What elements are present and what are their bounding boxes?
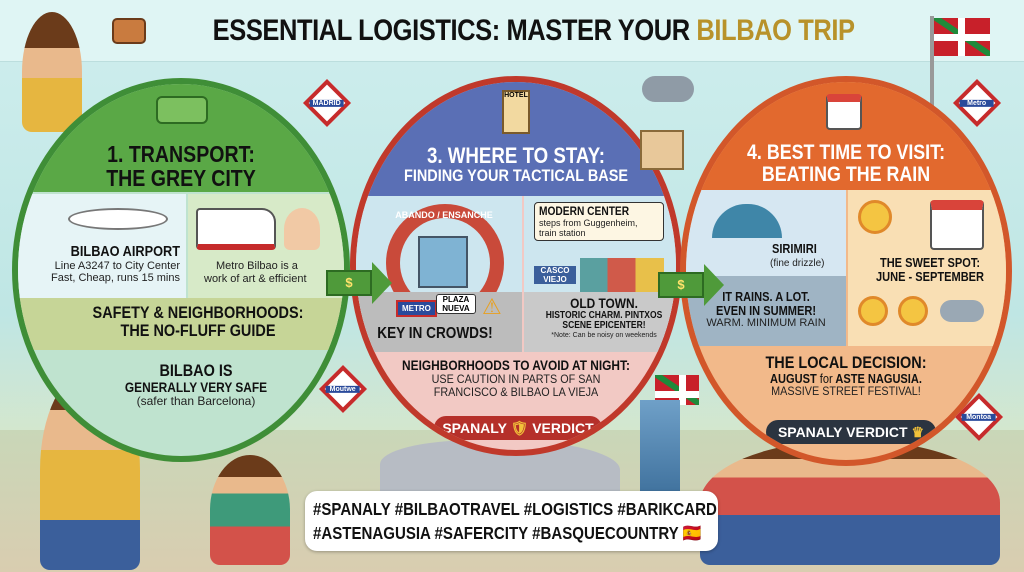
metro-sign-icon: METRO	[396, 300, 437, 317]
suitcase-icon	[112, 17, 147, 44]
airplane-icon	[68, 208, 168, 230]
safety-line: BILBAO IS	[159, 361, 233, 380]
basque-flag-icon	[934, 18, 990, 56]
bus-icon	[156, 96, 208, 124]
metro-panel: Metro Bilbao is a work of art & efficien…	[188, 194, 344, 298]
spanaly-verdict-badge: SPANALY 🛡 VERDICT	[434, 416, 602, 440]
safety-header: SAFETY & NEIGHBORHOODS:THE NO-FLUFF GUID…	[18, 298, 344, 350]
local-decision: THE LOCAL DECISION: AUGUST for ASTE NAGU…	[686, 352, 1006, 399]
local-heading: THE LOCAL DECISION:	[765, 353, 927, 372]
plaza-nueva-bubble: PLAZA NUEVA	[436, 294, 476, 314]
stay-header: HOTEL 3. WHERE TO STAY:FINDING YOUR TACT…	[356, 82, 676, 196]
airport-heading: BILBAO AIRPORT	[70, 243, 180, 260]
tower-icon	[640, 400, 680, 500]
flagpole	[930, 16, 934, 106]
avoid-line: USE CAUTION IN PARTS OF SAN	[431, 371, 601, 386]
rain-text: IT RAINS. A LOT. EVEN IN SUMMER! WARM. M…	[686, 290, 846, 330]
airport-line: Fast, Cheap, runs 15 mins	[50, 272, 180, 285]
warning-icon: ⚠	[482, 294, 502, 319]
local-line: MASSIVE STREET FESTIVAL!	[771, 384, 921, 399]
person-icon	[284, 208, 320, 250]
money-arrow-icon: $	[326, 262, 392, 304]
transport-section: 1. TRANSPORT:THE GREY CITY BILBAO AIRPOR…	[12, 78, 350, 462]
transport-header: 1. TRANSPORT:THE GREY CITY	[18, 84, 344, 192]
avoid-heading: NEIGHBORHOODS TO AVOID AT NIGHT:	[402, 357, 630, 373]
sweet-spot-text: THE SWEET SPOT:JUNE - SEPTEMBER	[875, 255, 985, 284]
sirimiri-sub: (fine drizzle)	[770, 258, 825, 269]
houses-icon	[580, 258, 664, 292]
hashtag-box: #SPANALY #BILBAOTRAVEL #LOGISTICS #BARIK…	[305, 491, 718, 551]
hashtags-line: #ASTENAGUSIA #SAFERCITY #BASQUECOUNTRY 🇪…	[313, 523, 702, 543]
rain-line: WARM. MINIMUM RAIN	[706, 317, 826, 330]
train-icon	[196, 208, 276, 250]
couple-illustration	[210, 455, 290, 565]
sirimiri-label: SIRIMIRI	[771, 241, 817, 256]
calendar-icon	[930, 200, 984, 250]
title-bar: ESSENTIAL LOGISTICS: MASTER YOUR BILBAO …	[0, 0, 1024, 62]
page-title: ESSENTIAL LOGISTICS: MASTER YOUR BILBAO …	[212, 13, 855, 47]
crown-icon: ♛	[911, 424, 925, 440]
stay-title: 3. WHERE TO STAY:FINDING YOUR TACTICAL B…	[403, 143, 628, 186]
avoid-section: NEIGHBORHOODS TO AVOID AT NIGHT: USE CAU…	[356, 354, 676, 400]
modern-heading: MODERN CENTER	[539, 204, 630, 218]
modern-line: steps from Guggenheim,	[539, 217, 638, 228]
old-town-line: SCENE EPICENTER!	[562, 320, 646, 332]
spanaly-verdict-badge: SPANALY VERDICT ♛	[766, 420, 936, 444]
transport-title: 1. TRANSPORT:THE GREY CITY	[106, 141, 256, 192]
sun-icon	[858, 296, 888, 326]
modern-center-box: MODERN CENTER steps from Guggenheim, tra…	[534, 202, 664, 242]
safety-title: SAFETY & NEIGHBORHOODS:THE NO-FLUFF GUID…	[92, 303, 304, 340]
rain-line: IT RAINS. A LOT.	[722, 289, 810, 304]
old-building-icon	[640, 130, 684, 170]
safety-line: GENERALLY VERY SAFE	[124, 378, 268, 395]
timing-header: 4. BEST TIME TO VISIT:BEATING THE RAIN	[686, 82, 1006, 190]
avoid-line: FRANCISCO & BILBAO LA VIEJA	[433, 385, 599, 400]
rain-cloud-icon	[940, 300, 984, 322]
hotel-icon: HOTEL	[502, 90, 530, 134]
umbrella-icon	[712, 204, 782, 238]
money-arrow-icon: $	[658, 264, 724, 306]
rain-cloud-icon	[642, 76, 694, 102]
shield-icon: 🛡	[510, 420, 529, 436]
metro-line: work of art & efficient	[204, 272, 307, 285]
old-town-line: HISTORIC CHARM. PINTXOS	[545, 309, 663, 321]
timing-section: 4. BEST TIME TO VISIT:BEATING THE RAIN S…	[680, 76, 1012, 466]
hashtags-line: #SPANALY #BILBAOTRAVEL #LOGISTICS #BARIK…	[313, 499, 717, 519]
sun-icon	[858, 200, 892, 234]
building-icon	[418, 236, 468, 288]
abando-warning: KEY IN CROWDS!	[377, 325, 493, 342]
stay-section: HOTEL 3. WHERE TO STAY:FINDING YOUR TACT…	[350, 76, 682, 456]
casco-viejo-sign: CASCO VIEJO	[534, 266, 576, 284]
sun-icon	[898, 296, 928, 326]
abando-panel: ABANDO / ENSANCHE METRO PLAZA NUEVA ⚠ KE…	[356, 196, 522, 352]
abando-footer: METRO PLAZA NUEVA ⚠ KEY IN CROWDS!	[356, 292, 522, 352]
safety-body: BILBAO IS GENERALLY VERY SAFE (safer tha…	[18, 352, 344, 456]
rain-line: EVEN IN SUMMER!	[715, 302, 817, 318]
sweet-spot-panel: THE SWEET SPOT:JUNE - SEPTEMBER	[848, 190, 1006, 346]
local-festival: ASTE NAGUSIA.	[835, 370, 922, 386]
old-town-footer: OLD TOWN. HISTORIC CHARM. PINTXOS SCENE …	[524, 292, 676, 352]
local-for: for	[819, 370, 833, 386]
airport-line: Line A3247 to City Center	[54, 259, 180, 272]
local-month: AUGUST	[770, 370, 817, 386]
timing-title: 4. BEST TIME TO VISIT:BEATING THE RAIN	[746, 141, 946, 187]
old-town-heading: OLD TOWN.	[570, 295, 638, 311]
abando-arch-label: ABANDO / ENSANCHE	[395, 210, 493, 220]
metro-line: Metro Bilbao is a	[216, 260, 298, 272]
safety-line: (safer than Barcelona)	[136, 393, 256, 408]
old-town-note: *Note: Can be noisy on weekends	[551, 331, 657, 339]
modern-line: train station	[539, 227, 586, 238]
old-town-panel: MODERN CENTER steps from Guggenheim, tra…	[524, 196, 676, 352]
airport-panel: BILBAO AIRPORT Line A3247 to City Center…	[18, 194, 186, 298]
calendar-icon	[826, 94, 862, 130]
